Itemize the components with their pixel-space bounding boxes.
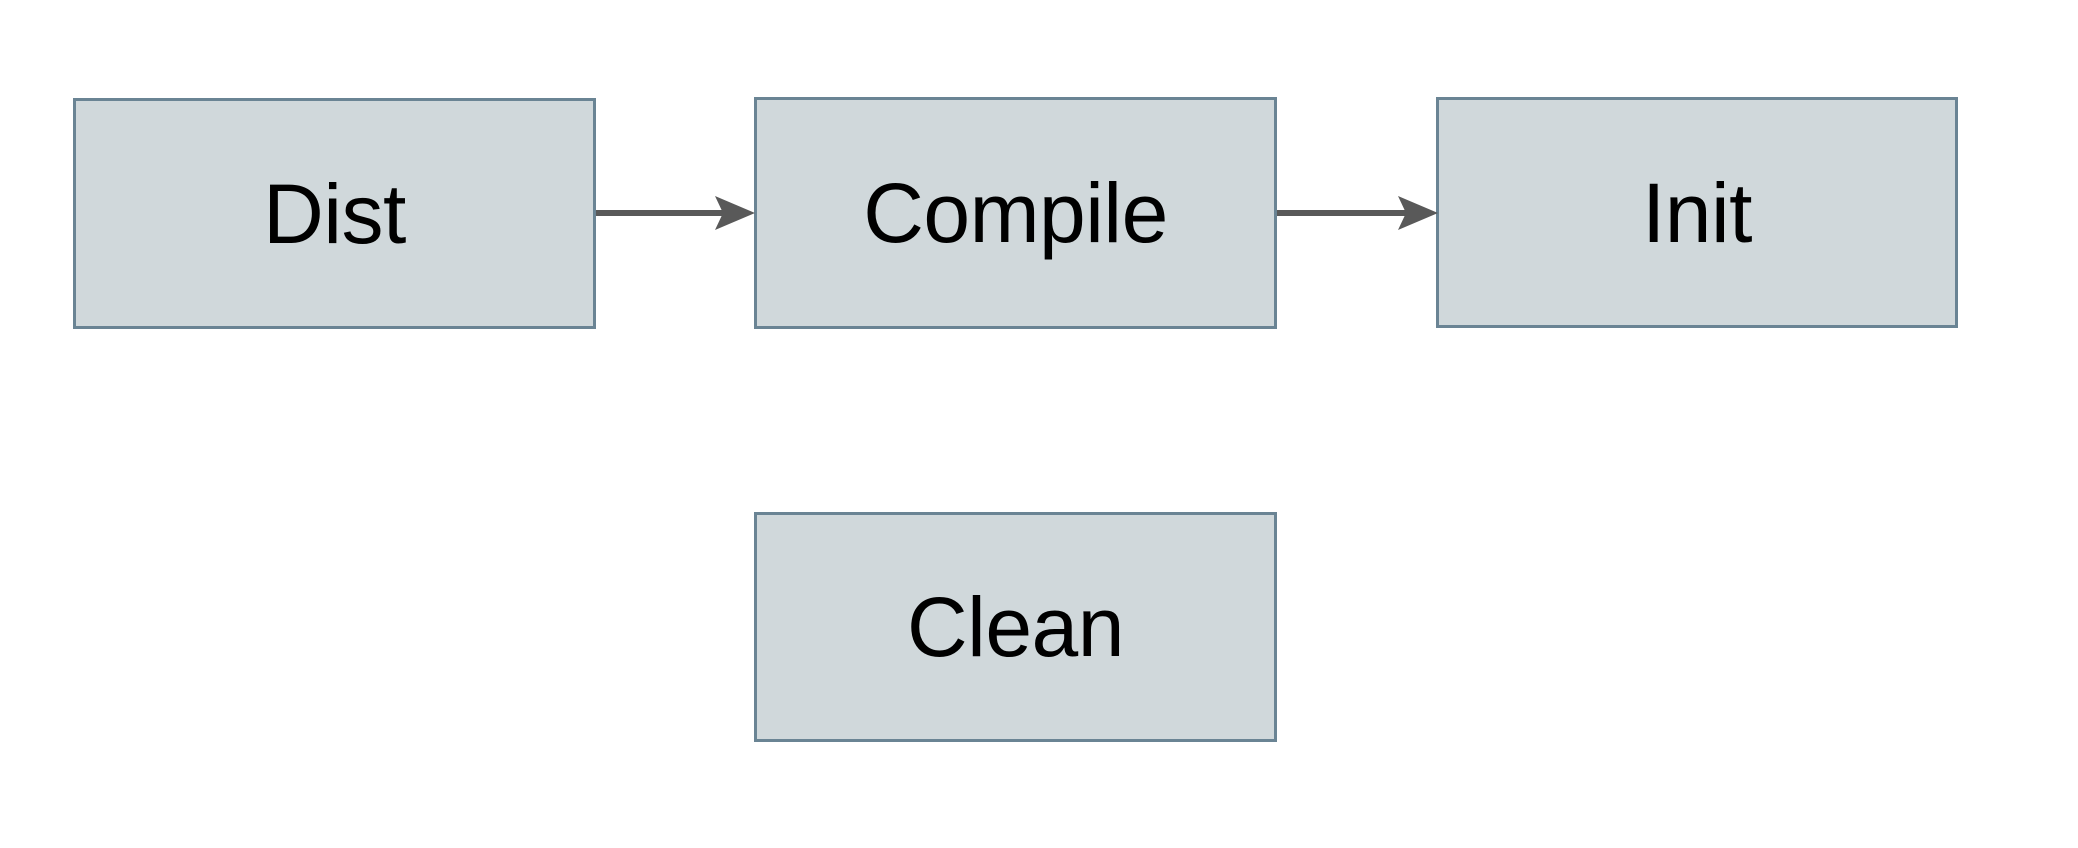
node-clean-label: Clean	[907, 580, 1124, 674]
edge-dist-to-compile[interactable]	[594, 188, 758, 238]
edge-compile-to-init[interactable]	[1275, 188, 1441, 238]
node-clean[interactable]: Clean	[754, 512, 1277, 742]
arrowhead-icon	[1398, 196, 1438, 230]
node-init-label: Init	[1641, 165, 1753, 260]
node-init[interactable]: Init	[1436, 97, 1958, 328]
node-compile[interactable]: Compile	[754, 97, 1277, 329]
node-dist[interactable]: Dist	[73, 98, 596, 329]
node-dist-label: Dist	[263, 166, 406, 261]
node-compile-label: Compile	[863, 166, 1168, 260]
arrowhead-icon	[715, 196, 755, 230]
